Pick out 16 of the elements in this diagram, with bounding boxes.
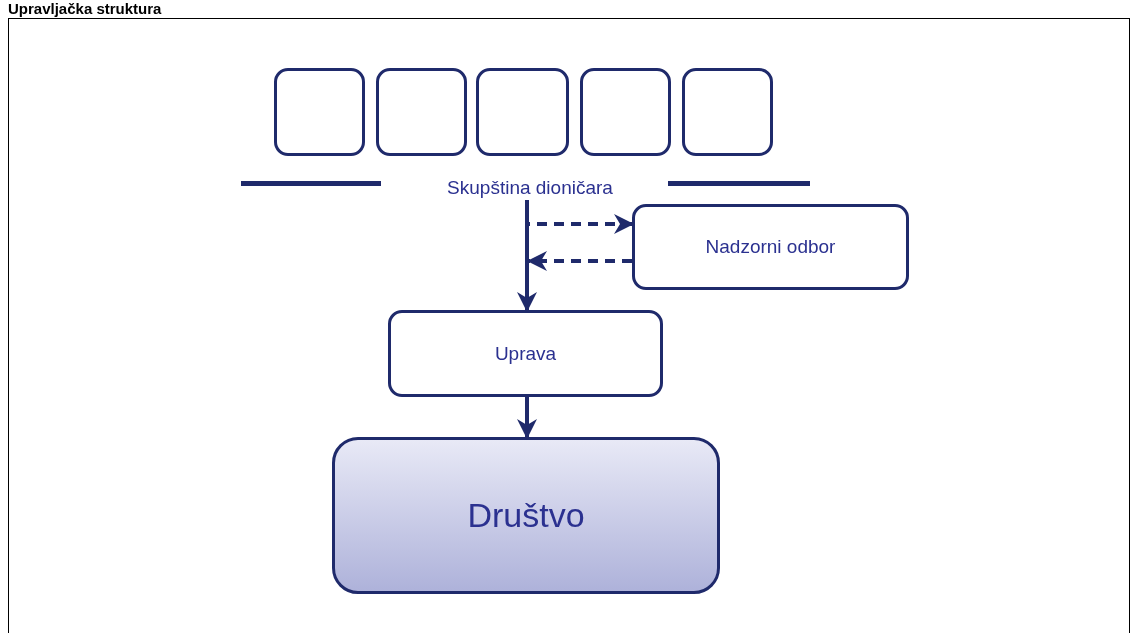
- arrow: [517, 397, 537, 439]
- empty-box: [682, 68, 773, 156]
- node-label: Skupština dioničara: [447, 177, 613, 199]
- process-box: [632, 204, 909, 290]
- node-title: Društvo: [467, 496, 585, 535]
- arrow: [527, 251, 632, 271]
- empty-box: [376, 68, 467, 156]
- process-box: [388, 310, 663, 397]
- empty-box: [476, 68, 569, 156]
- node-label: Uprava: [494, 342, 557, 365]
- node-label: Nadzorni odbor: [705, 236, 836, 258]
- empty-box: [580, 68, 671, 156]
- empty-box: [274, 68, 365, 156]
- organization-box: [332, 437, 720, 594]
- arrow: [525, 200, 634, 234]
- title: Upravljačka struktura: [8, 0, 162, 17]
